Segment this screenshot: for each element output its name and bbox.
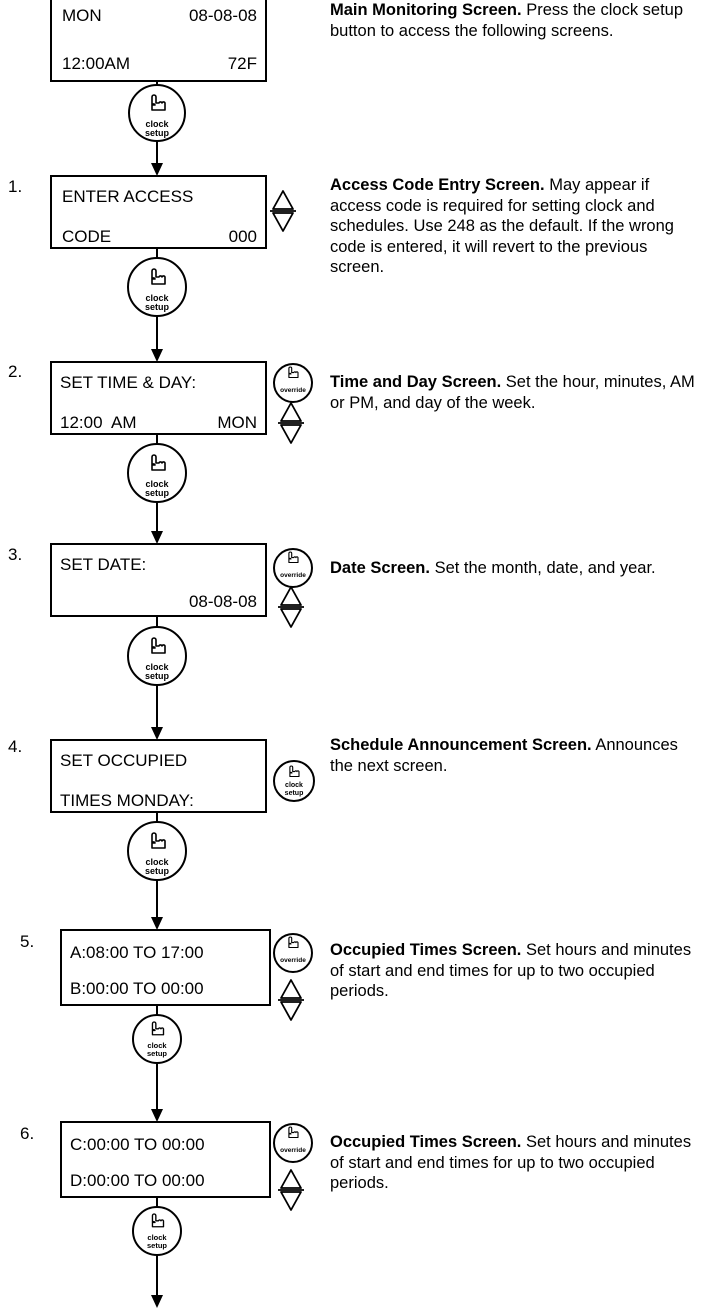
lcd-occupied-times-2: C:00:00 TO 00:00 D:00:00 TO 00:00: [60, 1121, 271, 1198]
lcd-line2-left: B:00:00 TO 00:00: [70, 979, 204, 998]
override-button-6[interactable]: override: [273, 1123, 313, 1163]
lcd-date: SET DATE: 08-08-08: [50, 543, 267, 617]
svg-text:setup: setup: [147, 1049, 167, 1058]
svg-text:clock: clock: [145, 662, 169, 672]
clock-setup-button-2[interactable]: clock setup: [127, 257, 187, 317]
description-title: Access Code Entry Screen.: [330, 176, 545, 194]
step-number: 2.: [8, 362, 23, 381]
clock-label: clock: [145, 119, 169, 129]
lcd-line1-right: 08-08-08: [188, 6, 257, 25]
setup-label: setup: [145, 128, 170, 138]
override-button-3[interactable]: override: [273, 548, 313, 588]
up-down-arrows-icon[interactable]: [277, 979, 305, 1021]
up-down-arrows-icon[interactable]: [269, 190, 297, 232]
description-text: Set hours and minutes of start and end t…: [330, 1133, 692, 1192]
lcd-line2-left: CODE: [62, 227, 112, 246]
step-number: 5.: [20, 932, 35, 951]
lcd-occupied-times-1: A:08:00 TO 17:00 B:00:00 TO 00:00: [60, 929, 271, 1006]
description-date: Date Screen. Set the month, date, and ye…: [330, 558, 702, 579]
svg-text:override: override: [280, 1147, 306, 1154]
clock-setup-button-1[interactable]: clock setup: [128, 84, 186, 142]
svg-text:clock: clock: [145, 293, 169, 303]
lcd-line2-left: D:00:00 TO 00:00: [70, 1171, 205, 1190]
lcd-line1-left: SET TIME & DAY:: [60, 373, 197, 392]
lcd-line2-right: MON: [217, 413, 257, 432]
description-occupied-2: Occupied Times Screen. Set hours and min…: [330, 1132, 702, 1194]
description-text: Set the month, date, and year.: [434, 559, 656, 577]
lcd-line1-left: SET DATE:: [60, 555, 147, 574]
svg-text:override: override: [280, 957, 306, 964]
override-button-2[interactable]: override: [273, 363, 313, 403]
svg-text:setup: setup: [145, 671, 170, 681]
svg-text:setup: setup: [285, 790, 304, 797]
up-down-arrows-icon[interactable]: [277, 586, 305, 628]
description-title: Time and Day Screen.: [330, 373, 502, 391]
arrowheads: [151, 163, 163, 1308]
clock-setup-button-7[interactable]: clock setup: [132, 1206, 182, 1256]
clock-setup-button-5[interactable]: clock setup: [127, 821, 187, 881]
description-title: Schedule Announcement Screen.: [330, 736, 592, 754]
step-number: 4.: [8, 737, 23, 756]
svg-text:clock: clock: [145, 857, 169, 867]
svg-text:clock: clock: [145, 479, 169, 489]
description-main: Main Monitoring Screen. Press the clock …: [330, 0, 702, 41]
lcd-line2-left: TIMES MONDAY:: [60, 791, 194, 810]
clock-setup-button-3[interactable]: clock setup: [127, 443, 187, 503]
lcd-line2-left: 12:00 AM: [60, 413, 137, 432]
clock-setup-side-button[interactable]: clock setup: [273, 760, 315, 802]
svg-text:clock: clock: [147, 1041, 167, 1050]
clock-setup-button-4[interactable]: clock setup: [127, 626, 187, 686]
description-title: Occupied Times Screen.: [330, 941, 522, 959]
description-title: Occupied Times Screen.: [330, 1133, 522, 1151]
lcd-line1-left: C:00:00 TO 00:00: [70, 1135, 205, 1154]
clock-setup-button-6[interactable]: clock setup: [132, 1014, 182, 1064]
description-title: Date Screen.: [330, 559, 430, 577]
step-number: 3.: [8, 545, 23, 564]
description-time-day: Time and Day Screen. Set the hour, minut…: [330, 372, 702, 413]
description-occupied-1: Occupied Times Screen. Set hours and min…: [330, 940, 702, 1002]
up-down-arrows-icon[interactable]: [277, 1169, 305, 1211]
lcd-access-code: ENTER ACCESS CODE 000: [50, 175, 267, 249]
step-number: 6.: [20, 1124, 35, 1143]
lcd-main: MON 08-08-08 12:00AM 72F: [50, 0, 267, 82]
lcd-line2-right: 08-08-08: [188, 592, 257, 611]
svg-text:setup: setup: [147, 1241, 167, 1250]
lcd-line1-left: A:08:00 TO 17:00: [70, 943, 204, 962]
lcd-line2-right: 000: [228, 227, 257, 246]
svg-text:clock: clock: [147, 1233, 167, 1242]
up-down-arrows-icon[interactable]: [277, 402, 305, 444]
svg-text:setup: setup: [145, 302, 170, 312]
description-title: Main Monitoring Screen.: [330, 1, 522, 19]
description-schedule: Schedule Announcement Screen. Announces …: [330, 735, 702, 776]
svg-text:override: override: [280, 387, 306, 394]
lcd-line1-left: MON: [62, 6, 102, 25]
description-text: May appear if access code is required fo…: [330, 176, 674, 276]
step-number: 1.: [8, 177, 23, 196]
svg-text:clock: clock: [285, 782, 303, 789]
svg-text:override: override: [280, 572, 306, 579]
lcd-line2-right: 72F: [227, 54, 257, 73]
description-text: Set the hour, minutes, AM or PM, and day…: [330, 373, 695, 412]
svg-text:setup: setup: [145, 488, 170, 498]
description-text: Press the clock setup button to access t…: [330, 1, 684, 40]
lcd-line1-left: SET OCCUPIED: [60, 751, 188, 770]
description-access-code: Access Code Entry Screen. May appear if …: [330, 175, 702, 278]
override-button-5[interactable]: override: [273, 933, 313, 973]
description-text: Set hours and minutes of start and end t…: [330, 941, 692, 1000]
lcd-schedule-announcement: SET OCCUPIED TIMES MONDAY:: [50, 739, 267, 813]
lcd-line1-left: ENTER ACCESS: [62, 187, 194, 206]
description-text: Announces the next screen.: [330, 736, 678, 775]
lcd-line2-left: 12:00AM: [62, 54, 131, 73]
svg-text:setup: setup: [145, 866, 170, 876]
lcd-time-day: SET TIME & DAY: 12:00 AM MON: [50, 361, 267, 435]
